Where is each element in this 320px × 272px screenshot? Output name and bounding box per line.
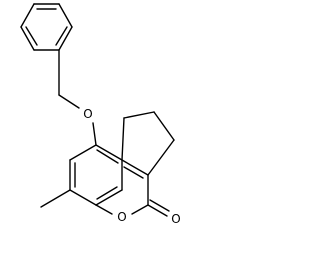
cyclopentane-ring xyxy=(121,111,175,176)
ring-oxygen-label: O xyxy=(117,210,126,224)
molecule-structure: O O O xyxy=(20,3,181,226)
methyl-bond xyxy=(40,189,71,208)
carbonyl-oxygen-label: O xyxy=(171,212,180,226)
benzyl-phenyl-ring xyxy=(20,3,73,51)
pyranone-ring xyxy=(95,159,170,217)
ether-oxygen-label: O xyxy=(83,107,92,121)
fused-benzene-ring xyxy=(69,144,123,206)
benzyl-linker xyxy=(58,49,97,146)
